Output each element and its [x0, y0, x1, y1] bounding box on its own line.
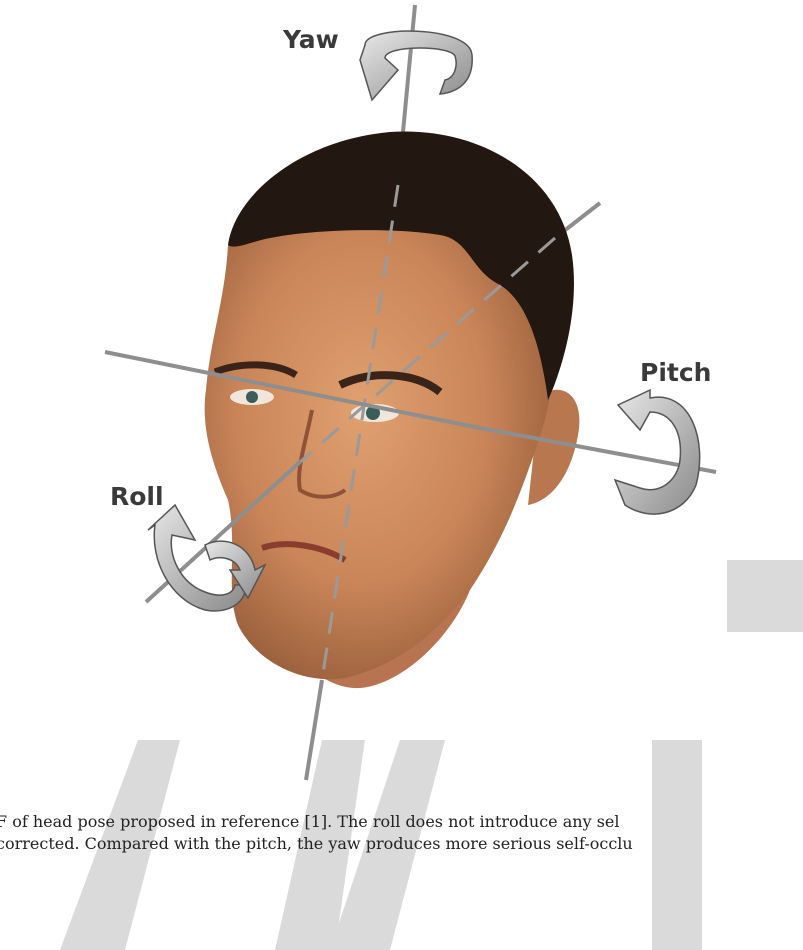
roll-label: Roll: [110, 482, 164, 511]
figure-caption: F of head pose proposed in reference [1]…: [0, 811, 803, 855]
left-iris: [246, 391, 258, 403]
pitch-rotation-arrow: [615, 390, 700, 514]
caption-line-2: corrected. Compared with the pitch, the …: [0, 833, 803, 855]
caption-line-1: F of head pose proposed in reference [1]…: [0, 811, 803, 833]
pitch-label: Pitch: [640, 358, 711, 387]
yaw-rotation-arrow: [360, 31, 472, 100]
yaw-label: Yaw: [283, 25, 339, 54]
